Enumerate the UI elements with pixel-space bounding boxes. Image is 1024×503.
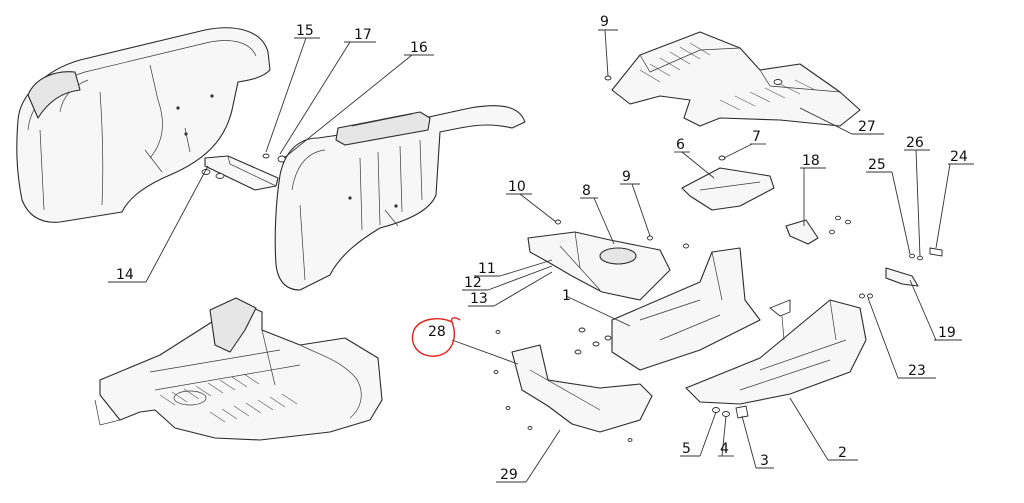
floor-assembly [94,297,383,441]
callout-11: 11 [478,261,496,277]
callout-26: 26 [906,135,924,151]
bracket-part-18 [785,215,851,245]
console-cover-part-8 [527,219,689,301]
callout-6: 6 [676,137,685,153]
callout-17: 17 [354,27,372,43]
callout-19: 19 [938,325,956,341]
highlight-circle-28 [411,317,461,357]
upper-footrest-mat [604,31,861,127]
callout-15: 15 [296,23,314,39]
callout-12: 12 [464,275,482,291]
callout-24: 24 [950,149,968,165]
callout-1: 1 [562,288,571,304]
chassis-plate-part-1 [574,247,761,371]
callout-8: 8 [582,183,591,199]
hardware-19-24-25-26 [885,247,943,287]
callout-9-mid: 9 [622,169,631,185]
leader-lines [108,29,974,483]
right-rear-fender [274,105,526,291]
fender-bracket [201,153,287,191]
callout-27: 27 [858,119,876,135]
callout-4: 4 [720,441,729,457]
callout-3: 3 [760,453,769,469]
callout-7: 7 [752,129,761,145]
callout-2: 2 [838,445,847,461]
callout-18: 18 [802,153,820,169]
callout-5: 5 [682,441,691,457]
callout-25: 25 [868,157,886,173]
callout-14: 14 [116,267,134,283]
callout-10: 10 [508,179,526,195]
left-rear-fender [16,27,271,223]
callout-29: 29 [500,467,518,483]
fasteners-3-4-5 [712,405,749,419]
callout-13: 13 [470,291,488,307]
side-frame-part-2 [685,293,873,405]
callout-23: 23 [908,363,926,379]
plate-part-6 [681,155,775,211]
callout-28: 28 [428,324,446,340]
callout-labels: 14 15 17 16 9 27 6 7 18 25 26 24 19 23 1… [116,14,968,483]
front-shield-part-28 [493,330,653,442]
callout-9-top: 9 [600,14,609,30]
callout-16: 16 [410,40,428,56]
